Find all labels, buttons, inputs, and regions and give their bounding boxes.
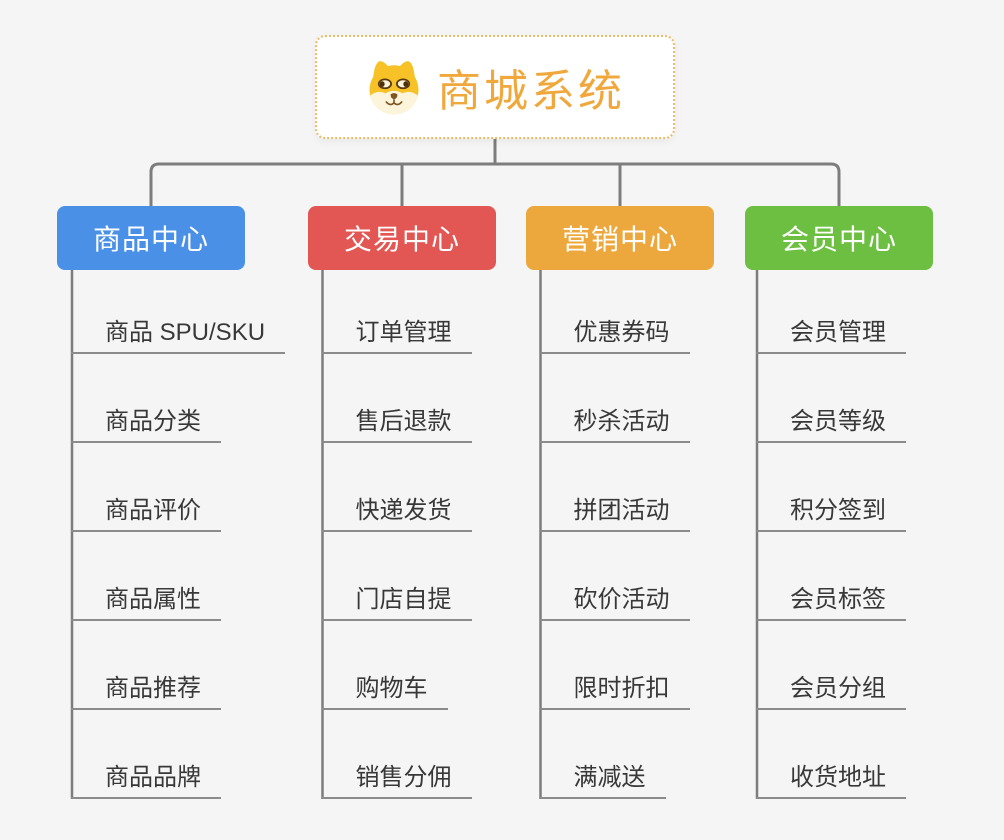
branch-header-member-center[interactable]: 会员中心 [745,206,933,270]
leaf-node-member-center-2[interactable]: 积分签到 [756,492,906,532]
leaf-node-member-center-3[interactable]: 会员标签 [756,581,906,621]
leaf-node-marketing-center-4[interactable]: 限时折扣 [539,670,690,710]
branch-header-marketing-center[interactable]: 营销中心 [526,206,714,270]
leaf-node-product-center-2[interactable]: 商品评价 [71,492,221,532]
leaf-node-product-center-1[interactable]: 商品分类 [71,403,221,443]
leaf-node-member-center-0[interactable]: 会员管理 [756,314,906,354]
leaf-node-marketing-center-5[interactable]: 满减送 [539,759,666,799]
leaf-node-member-center-1[interactable]: 会员等级 [756,403,906,443]
leaf-node-product-center-5[interactable]: 商品品牌 [71,759,221,799]
leaf-node-product-center-3[interactable]: 商品属性 [71,581,221,621]
leaf-node-trade-center-2[interactable]: 快递发货 [321,492,472,532]
leaf-node-marketing-center-1[interactable]: 秒杀活动 [539,403,690,443]
shiba-dog-icon [369,61,419,115]
leaf-node-trade-center-1[interactable]: 售后退款 [321,403,472,443]
root-title: 商城系统 [437,67,625,116]
leaf-node-member-center-5[interactable]: 收货地址 [756,759,906,799]
root-node[interactable]: 商城系统 [315,35,675,139]
leaf-node-trade-center-4[interactable]: 购物车 [321,670,448,710]
branch-header-product-center[interactable]: 商品中心 [57,206,245,270]
leaf-node-marketing-center-3[interactable]: 砍价活动 [539,581,690,621]
leaf-node-trade-center-3[interactable]: 门店自提 [321,581,472,621]
leaf-node-member-center-4[interactable]: 会员分组 [756,670,906,710]
leaf-node-product-center-0[interactable]: 商品 SPU/SKU [71,314,286,354]
leaf-node-trade-center-5[interactable]: 销售分佣 [321,759,472,799]
branch-header-trade-center[interactable]: 交易中心 [308,206,496,270]
leaf-node-marketing-center-2[interactable]: 拼团活动 [539,492,690,532]
leaf-node-trade-center-0[interactable]: 订单管理 [321,314,472,354]
leaf-node-product-center-4[interactable]: 商品推荐 [71,670,221,710]
leaf-node-marketing-center-0[interactable]: 优惠券码 [539,314,690,354]
